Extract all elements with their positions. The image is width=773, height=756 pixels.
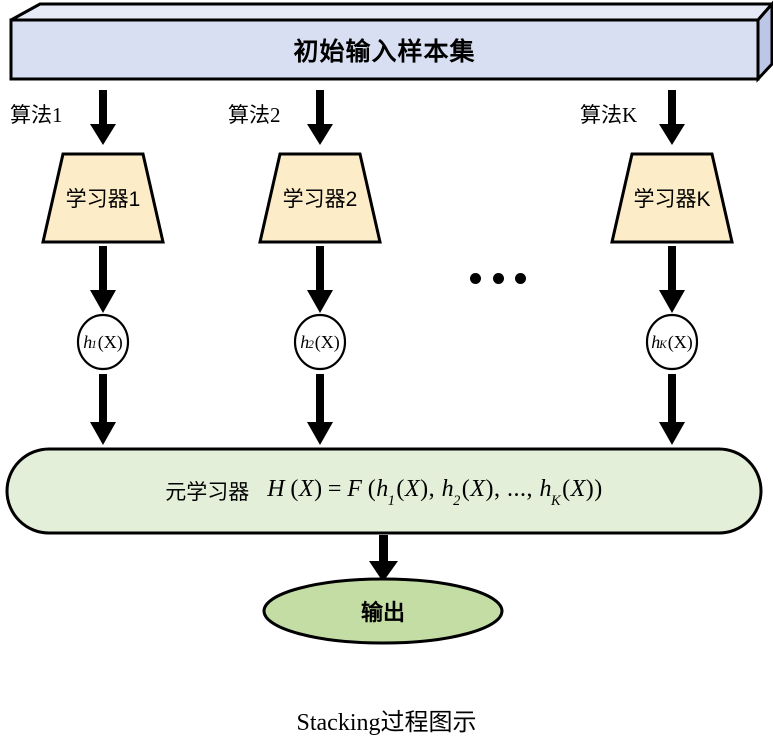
arrow-dataset-to-learner-k bbox=[658, 90, 686, 146]
ellipsis-dot-1 bbox=[470, 272, 481, 284]
arrow-output-k-to-meta bbox=[658, 374, 686, 446]
formula-sep-1: , bbox=[428, 475, 442, 502]
formula-termk-arg: (X) bbox=[562, 475, 595, 502]
formula-term1-sub: 1 bbox=[387, 493, 396, 510]
output-node: 输出 bbox=[262, 577, 504, 645]
dataset-box-front-face bbox=[9, 18, 760, 81]
output-label: 输出 bbox=[360, 600, 405, 625]
formula-term2-arg: (X) bbox=[461, 475, 494, 502]
formula-termk-base: h bbox=[539, 475, 552, 502]
learner-label-1: 学习器1 bbox=[65, 188, 141, 211]
ellipsis-dot-2 bbox=[492, 272, 504, 284]
ellipsis-dot-3 bbox=[515, 272, 526, 284]
formula-equals: = bbox=[322, 475, 348, 502]
ellipsis-icon bbox=[470, 268, 526, 288]
formula-term1-arg: (X) bbox=[396, 475, 429, 502]
diagram-caption: Stacking过程图示 bbox=[296, 710, 477, 736]
learner-label-2: 学习器2 bbox=[282, 188, 358, 211]
arrow-meta-to-output bbox=[369, 535, 399, 583]
meta-learner-node: 元学习器 H (X) = F (h1(X), h2(X), ..., hK(X)… bbox=[5, 447, 763, 535]
arrow-output-1-to-meta bbox=[89, 374, 117, 446]
arrow-dataset-to-learner-2 bbox=[306, 90, 334, 146]
arrow-learner-k-to-output-k bbox=[658, 246, 686, 314]
hypothesis-arg-2: (X) bbox=[314, 331, 340, 352]
hypothesis-arg-k: (X) bbox=[667, 331, 693, 352]
formula-term2-base: h bbox=[441, 475, 455, 502]
arrow-output-2-to-meta bbox=[306, 374, 334, 446]
hypothesis-base-1: h bbox=[83, 331, 93, 352]
hypothesis-base-2: h bbox=[300, 331, 310, 352]
hypothesis-base-k: h bbox=[651, 331, 661, 352]
dataset-box-top-face bbox=[10, 2, 773, 22]
formula-term1-base: h bbox=[376, 475, 389, 502]
formula-lhs-arg: (X) bbox=[285, 475, 323, 502]
hypothesis-subscript-k: K bbox=[659, 339, 667, 351]
dataset-box: 初始输入样本集 bbox=[0, 0, 773, 90]
meta-learner-title: 元学习器 bbox=[165, 481, 250, 504]
dataset-box-label: 初始输入样本集 bbox=[293, 37, 476, 66]
hypothesis-subscript-1: 1 bbox=[91, 339, 97, 351]
arrow-dataset-to-learner-1 bbox=[89, 90, 117, 146]
formula-lhs-fn: H bbox=[267, 475, 286, 502]
hypothesis-subscript-2: 2 bbox=[308, 339, 314, 351]
learner-node-k: 学习器K bbox=[610, 152, 734, 244]
meta-learner-formula: H (X) = F (h1(X), h2(X), ..., hK(X)) bbox=[267, 475, 603, 510]
formula-sep-2: , ..., bbox=[493, 475, 540, 502]
algorithm-label-2: 算法2 bbox=[228, 103, 281, 127]
arrow-learner-2-to-output-2 bbox=[306, 246, 334, 314]
learner-label-k: 学习器K bbox=[633, 188, 711, 211]
learner-node-1: 学习器1 bbox=[41, 152, 165, 244]
algorithm-label-k: 算法K bbox=[580, 103, 638, 127]
hypothesis-arg-1: (X) bbox=[97, 331, 123, 352]
arrow-learner-1-to-output-1 bbox=[89, 246, 117, 314]
formula-close-paren: ) bbox=[594, 475, 603, 502]
formula-open-paren: ( bbox=[362, 475, 377, 502]
learner-node-2: 学习器2 bbox=[258, 152, 382, 244]
algorithm-label-1: 算法1 bbox=[10, 103, 63, 127]
formula-termk-sub: K bbox=[550, 493, 562, 510]
formula-term2-sub: 2 bbox=[453, 493, 461, 510]
formula-rhs-fn: F bbox=[347, 475, 363, 502]
